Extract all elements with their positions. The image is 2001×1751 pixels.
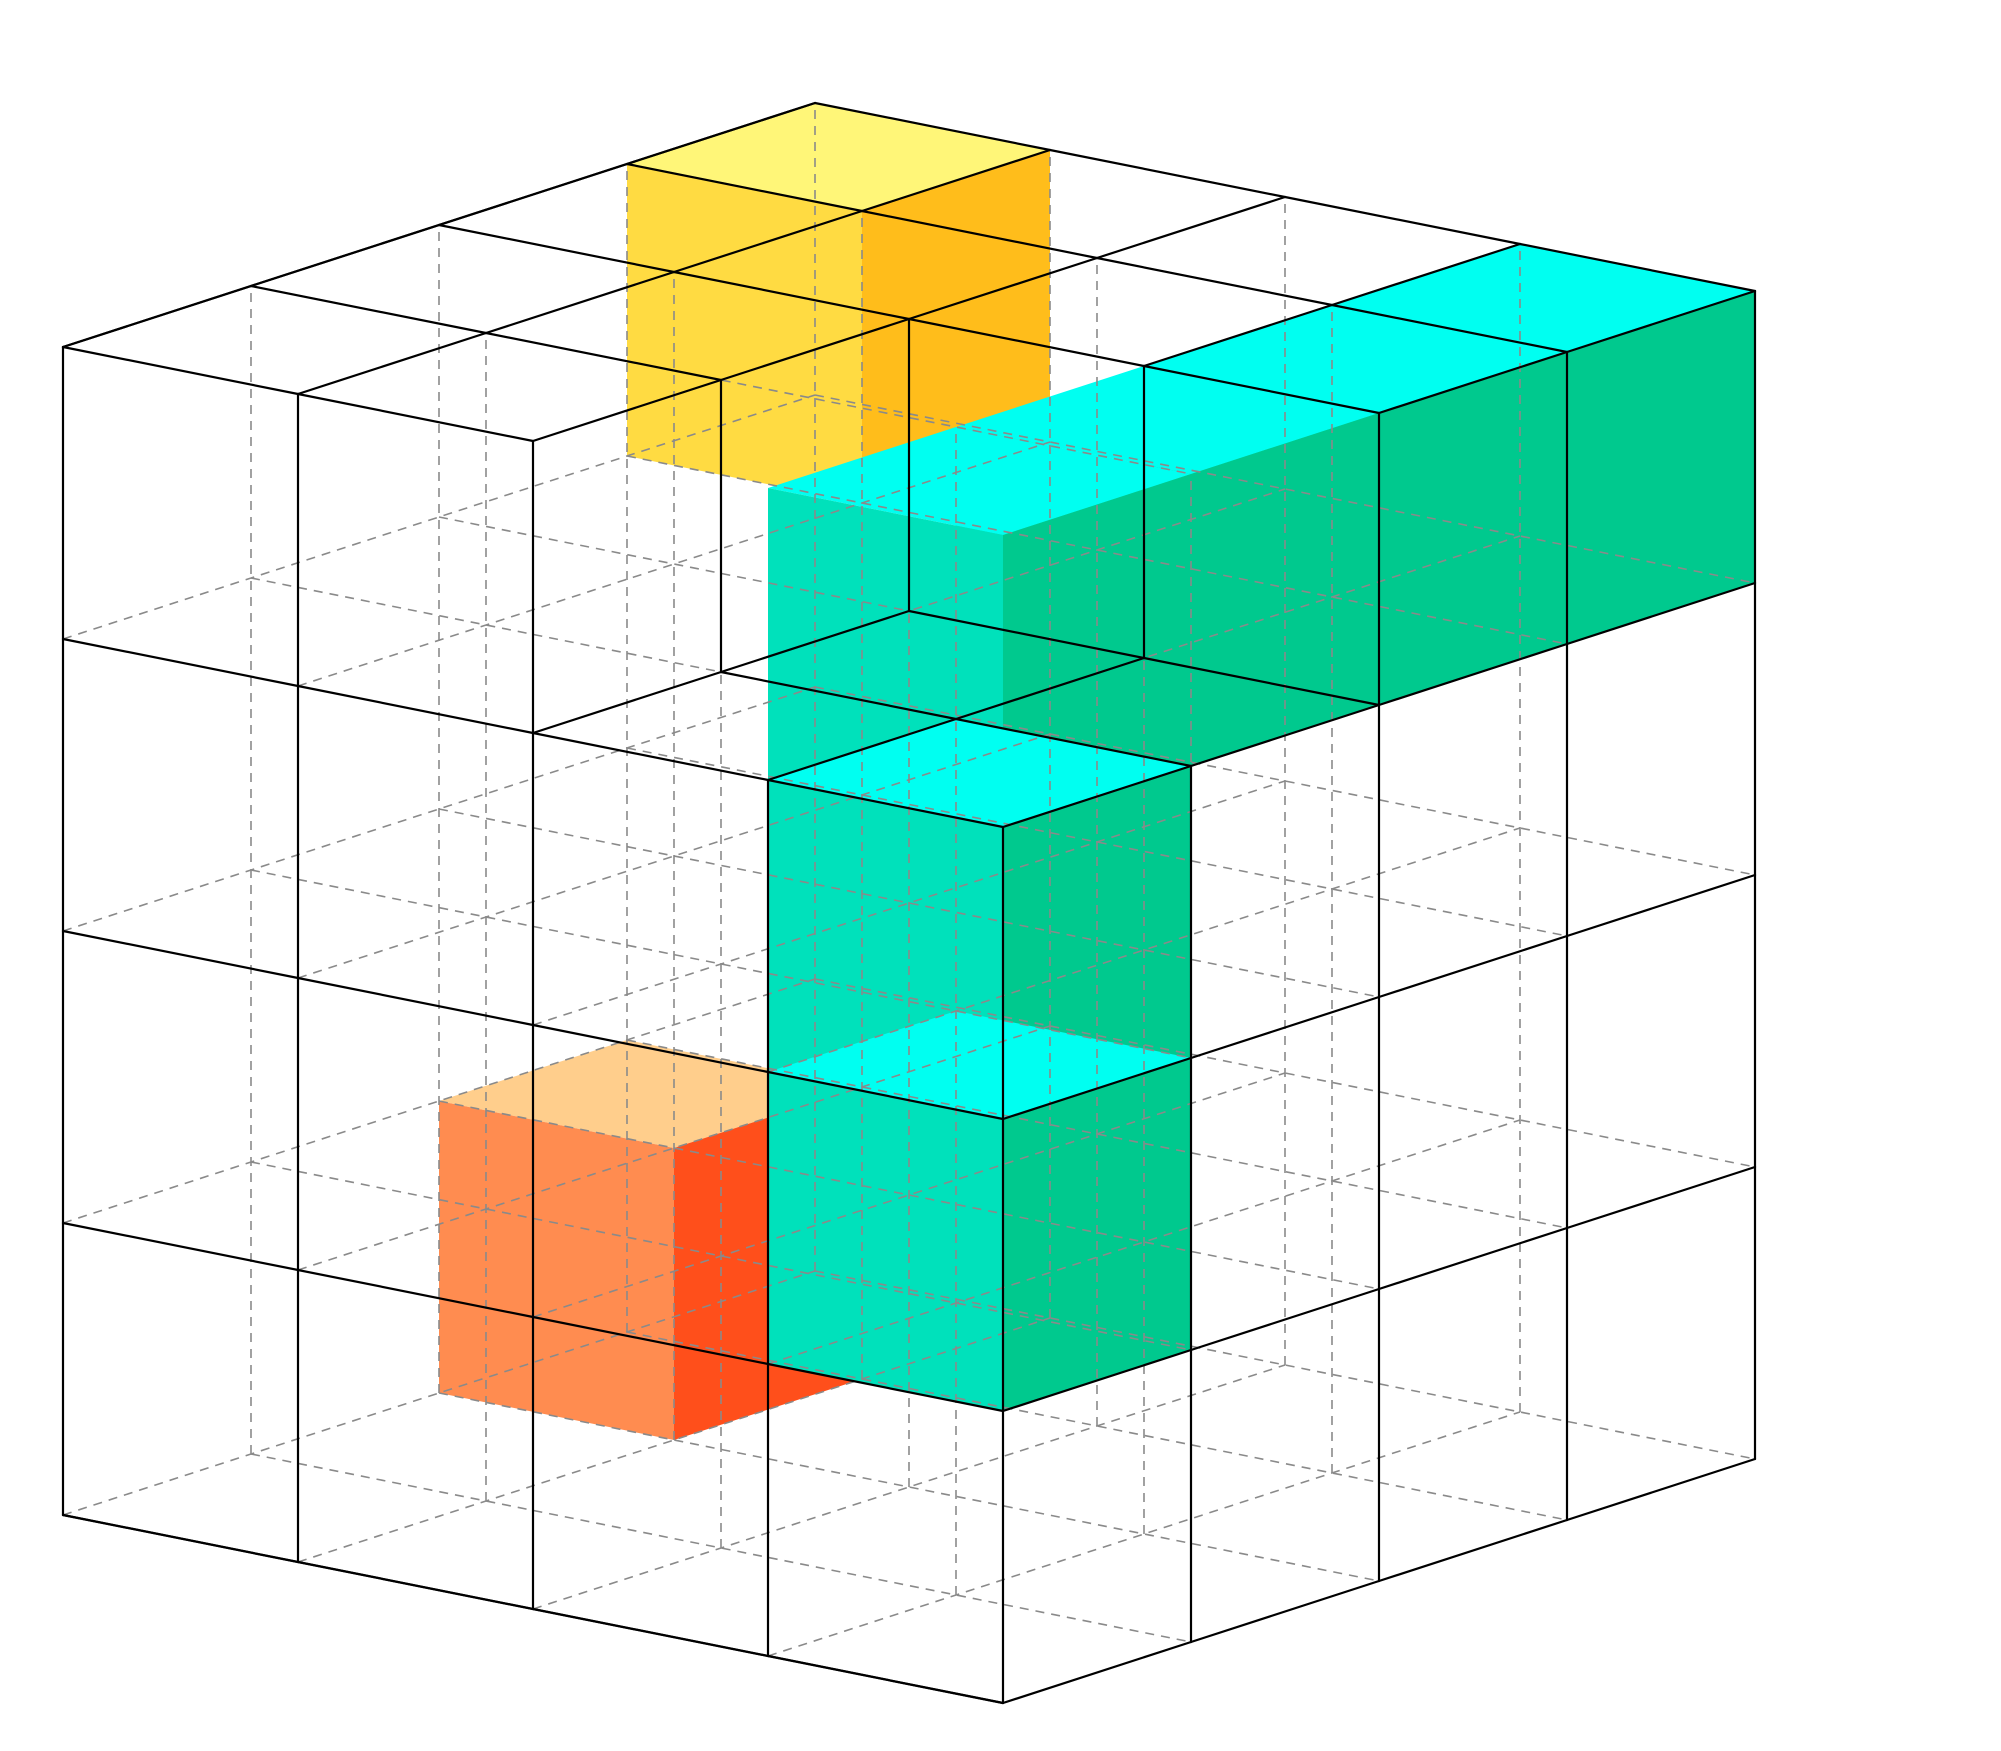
grid-edge [1095,256,1334,307]
grid-edge [1142,656,1381,707]
grid-edge [296,331,488,396]
cell-front-face [768,1072,1003,1411]
grid-edge [860,209,1099,260]
grid-edge [766,1070,1005,1121]
grid-edge [907,609,1146,660]
cell-top-face [768,427,1191,535]
grid-edge [61,637,300,688]
grid-edge [672,209,864,274]
grid-edge [625,162,864,213]
grid-edge [1001,1348,1193,1413]
grid-edge [1001,764,1193,829]
grid-edge [437,223,676,274]
grid-edge [1095,195,1287,260]
grid-edge [1377,934,1569,999]
grid-edge [484,270,676,335]
grid-edge [1518,242,1757,293]
grid-edge [1330,242,1522,307]
cell-top-face [956,366,1379,474]
hidden-depth-line [767,1411,1521,1657]
grid-edge [954,656,1146,721]
hidden-depth-line [62,978,816,1224]
grid-edge [1189,995,1381,1060]
grid-edge [1377,350,1569,415]
grid-edge [1565,1457,1757,1522]
teal-cell [768,1011,1191,1411]
grid-edge [296,976,535,1027]
hidden-grid-lines [62,102,1756,1657]
grid-edge [719,670,958,721]
grid-edge [1142,303,1334,368]
grid-edge [1142,364,1381,415]
grid-edge [61,1221,300,1272]
grid-edge [531,1023,770,1074]
hidden-depth-line [297,1025,1051,1271]
grid-edge [719,317,911,382]
grid-edge [61,345,300,396]
cell-side-face [1567,291,1755,644]
grid-edge [296,392,535,443]
hidden-depth-line [532,780,1286,1026]
hidden-depth-line [532,1364,1286,1610]
grid-edge [672,270,911,321]
cell-front-face [627,164,862,503]
grid-edge [531,670,723,735]
grid-edge [296,684,535,735]
grid-edge [860,148,1052,213]
grid-edge [1283,195,1522,246]
grid-edge [1377,642,1569,707]
grid-edge [484,331,723,382]
grid-edge [531,1315,770,1366]
visible-grid-lines [61,101,1757,1705]
hidden-depth-line [297,1317,1051,1563]
grid-edge [531,731,770,782]
grid-edge [1377,1226,1569,1291]
grid-edge [1565,289,1757,354]
hidden-depth-line [297,441,1051,687]
grid-edge [907,256,1099,321]
grid-edge [61,101,817,349]
grid-edge [766,717,958,782]
grid-edge [766,778,1005,829]
grid-edge [1565,1165,1757,1230]
hidden-depth-line [767,1119,1521,1365]
hidden-depth-line [767,827,1521,1073]
grid-edge [1565,873,1757,938]
grid-edge [907,317,1146,368]
grid-edge [249,284,488,335]
grid-edge [531,378,723,443]
hidden-depth-line [532,1072,1286,1318]
hidden-depth-line [62,686,816,932]
hidden-depth-line [297,733,1051,979]
grid-edge [61,1513,1005,1705]
grid-edge [954,717,1193,768]
hidden-depth-line [62,1270,816,1516]
grid-edge [813,101,1052,152]
cell-side-face [1379,352,1567,705]
grid-edge [1330,303,1569,354]
grid-edge [766,1362,1005,1413]
hidden-depth-line [62,394,816,640]
grid-edge [1189,703,1381,768]
grid-edge [1377,1518,1569,1583]
grid-edge [1189,1579,1381,1644]
grid-edge [719,609,911,674]
grid-edge [1001,1640,1193,1705]
grid-edge [1565,581,1757,646]
grid-edge [1048,148,1287,199]
grid-edge [1001,1056,1193,1121]
grid-edge [1189,1287,1381,1352]
grid-edge [61,929,300,980]
cell-front-face [439,1101,674,1440]
grid-edge [296,1268,535,1319]
